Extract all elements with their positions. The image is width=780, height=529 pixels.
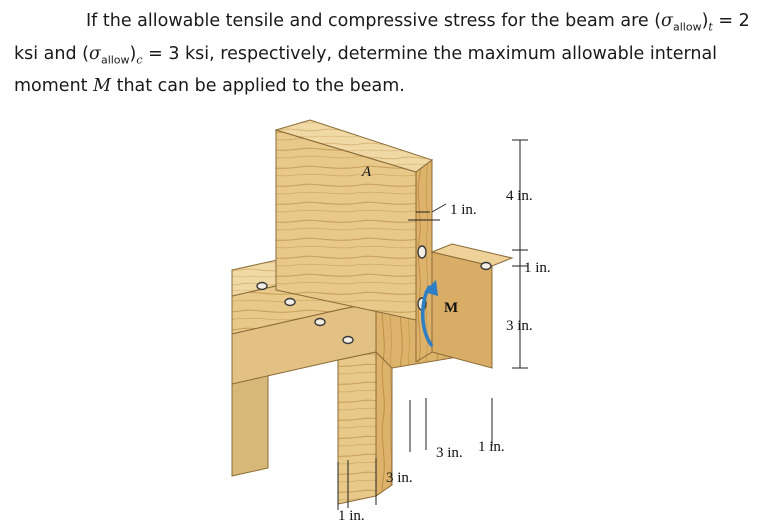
moment-label: M (444, 300, 458, 316)
dim-bottom-1in-left: 1 in. (338, 508, 365, 524)
moment-symbol: M (93, 76, 112, 96)
lower-web-front (337, 351, 377, 505)
problem-statement: If the allowable tensile and compressive… (14, 8, 754, 100)
right-block-top (430, 243, 514, 267)
dim-top-height: 4 in. (506, 188, 533, 204)
dim-bottom-3in-right: 3 in. (436, 445, 463, 461)
dim-flange-thickness: 1 in. (450, 202, 477, 218)
moment-arrowhead (424, 280, 438, 296)
dim-right-3in: 3 in. (506, 318, 533, 334)
dim-bottom-1in-right: 1 in. (478, 439, 505, 455)
dimension-lines (337, 139, 528, 510)
dim-bottom-3in-left: 3 in. (386, 470, 413, 486)
section-label-A: A (361, 164, 372, 180)
problem-text: If the allowable tensile and compressive… (14, 11, 750, 96)
dim-right-1in: 1 in. (524, 260, 551, 276)
